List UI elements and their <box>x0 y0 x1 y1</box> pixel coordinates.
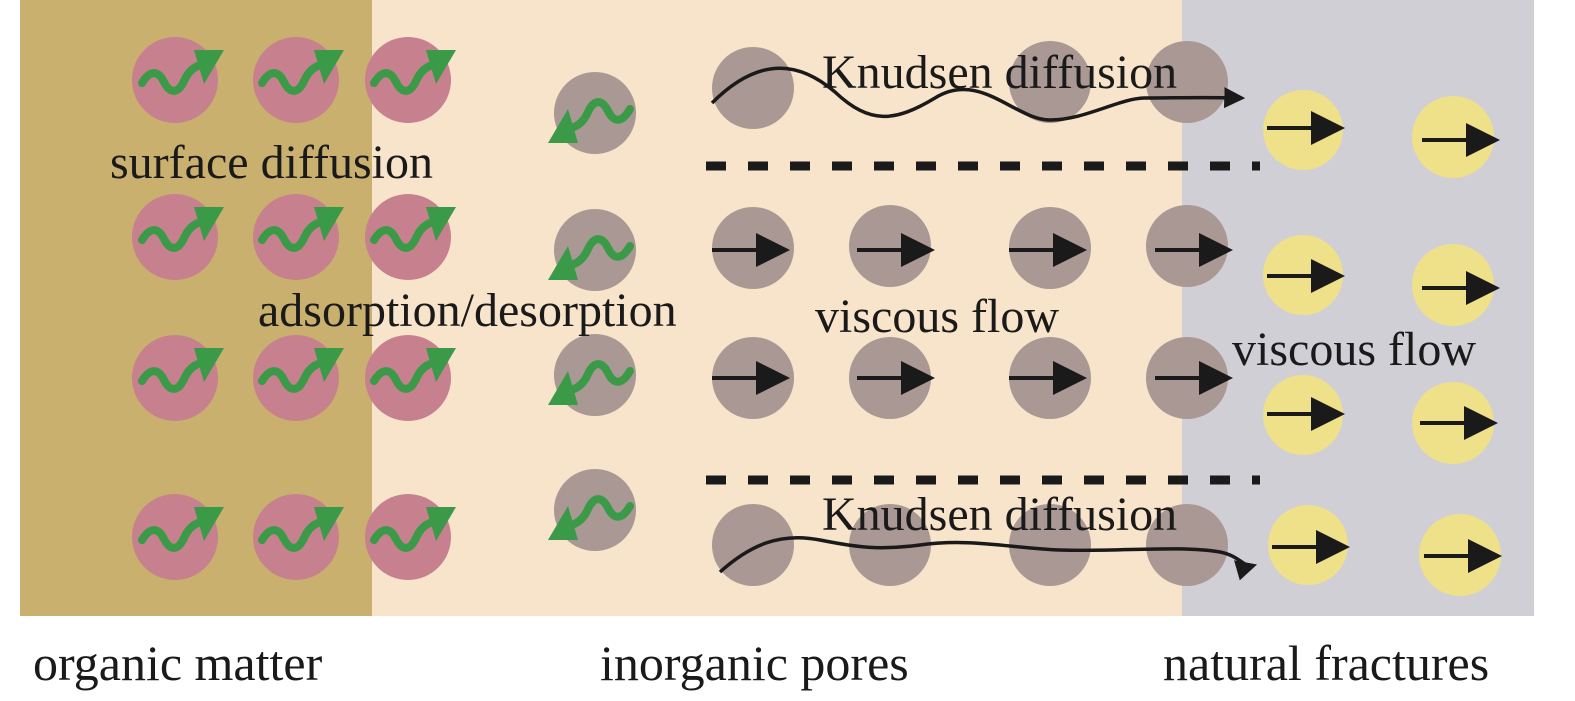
adsorbed-molecules <box>132 37 451 580</box>
free-molecule <box>712 504 794 586</box>
surface-diffusion-label: surface diffusion <box>110 136 433 189</box>
free-molecule <box>849 504 931 586</box>
fracture-molecule <box>1412 96 1494 178</box>
knudsen-diffusion-bottom-label: Knudsen diffusion <box>822 488 1177 541</box>
adsorption-desorption-label: adsorption/desorption <box>258 284 677 337</box>
inorganic-pores-label: inorganic pores <box>600 635 909 691</box>
viscous-flow-fracture-label: viscous flow <box>1232 323 1476 376</box>
free-molecule <box>1146 504 1228 586</box>
free-molecule <box>1146 41 1228 123</box>
free-molecule <box>712 47 794 129</box>
free-molecule <box>849 205 931 287</box>
fracture-molecule <box>1412 244 1494 326</box>
free-molecule <box>1009 41 1091 123</box>
organic-matter-label: organic matter <box>33 635 323 691</box>
natural-fractures-label: natural fractures <box>1163 635 1489 691</box>
knudsen-diffusion-top-label: Knudsen diffusion <box>822 46 1177 99</box>
knudsen-arrow-bottom <box>718 535 1258 581</box>
viscous-flow-inorganic-label: viscous flow <box>815 290 1059 343</box>
free-molecule <box>1009 504 1091 586</box>
free-molecule <box>1146 205 1228 287</box>
knudsen-arrow-top <box>710 66 1246 122</box>
